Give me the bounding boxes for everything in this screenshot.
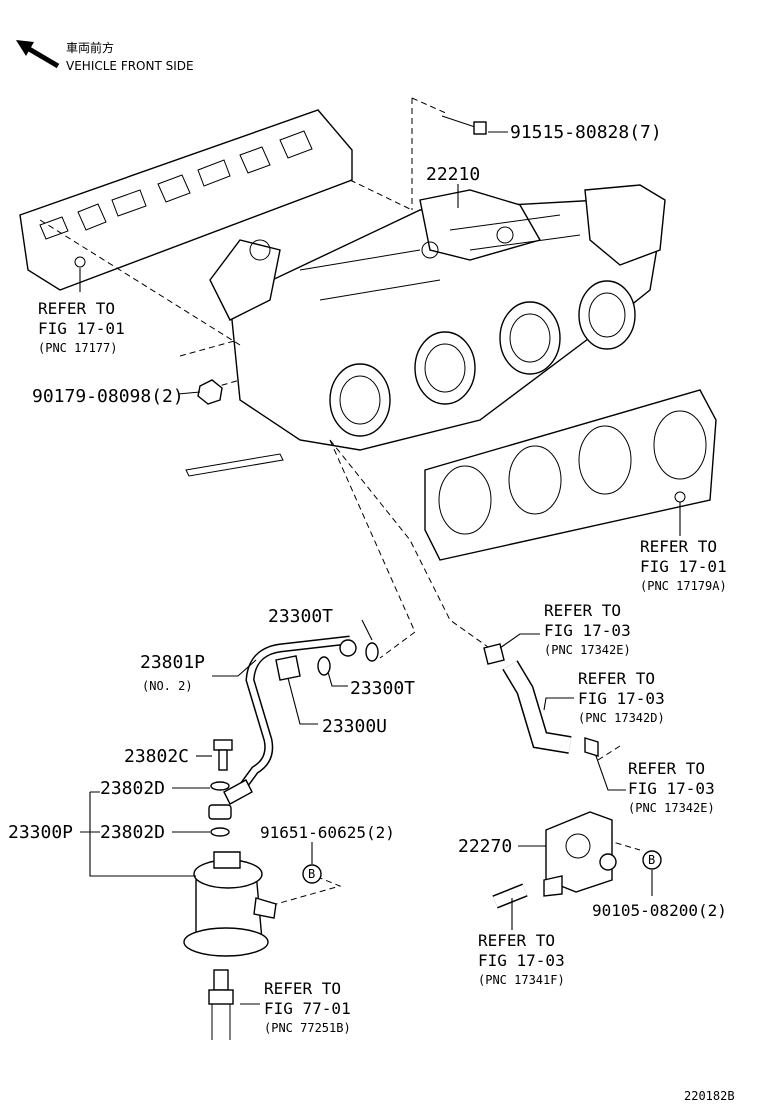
intake-manifold-drawing xyxy=(185,184,666,477)
leader-ref4 xyxy=(543,697,574,711)
ref5-refer: REFER TO xyxy=(628,759,705,778)
marker-b-right-text: B xyxy=(648,853,655,867)
part-label-23802d-lower: 23802D xyxy=(100,822,165,843)
lower-gasket-drawing xyxy=(424,389,717,561)
upper-gasket-drawing xyxy=(19,109,353,291)
leader-t1 xyxy=(361,619,373,641)
leader-dashed-pipe xyxy=(329,439,496,653)
marker-b-left: B xyxy=(302,864,322,884)
part-label-23300t-upper: 23300T xyxy=(268,606,333,627)
marker-b-right: B xyxy=(642,850,662,870)
washer-lower-drawing xyxy=(210,827,230,837)
leader-ref3 xyxy=(499,633,540,649)
leader-nut xyxy=(177,391,201,395)
part-label-22210: 22210 xyxy=(426,164,480,185)
refer-block-77251b: REFER TO FIG 77-01 (PNC 77251B) xyxy=(264,979,351,1035)
ref3-fig: FIG 17-03 xyxy=(544,621,631,640)
leader-union xyxy=(287,677,318,725)
refer-block-17341f: REFER TO FIG 17-03 (PNC 17341F) xyxy=(478,931,565,987)
refer-block-17177: REFER TO FIG 17-01 (PNC 17177) xyxy=(38,299,125,355)
leader-ref5 xyxy=(595,755,626,791)
ref1-fig: FIG 17-01 xyxy=(38,319,125,338)
ref1-pnc: (PNC 17177) xyxy=(38,341,117,355)
leader-dashed-top xyxy=(411,97,449,210)
part-label-91651-60625: 91651-60625(2) xyxy=(260,823,395,842)
top-bolt-drawing xyxy=(441,115,487,135)
marker-b-left-text: B xyxy=(308,867,315,881)
ref6-refer: REFER TO xyxy=(478,931,555,950)
refer-block-17179a: REFER TO FIG 17-01 (PNC 17179A) xyxy=(640,537,727,593)
ref7-refer: REFER TO xyxy=(264,979,341,998)
part-label-23802d-upper: 23802D xyxy=(100,778,165,799)
part-label-90179-08098: 90179-08098(2) xyxy=(32,386,184,407)
ref2-pnc: (PNC 17179A) xyxy=(640,579,727,593)
ref6-pnc: (PNC 17341F) xyxy=(478,973,565,987)
ref4-refer: REFER TO xyxy=(578,669,655,688)
part-label-23300p: 23300P xyxy=(8,822,73,843)
ref3-pnc: (PNC 17342E) xyxy=(544,643,631,657)
bolt-c-drawing xyxy=(213,739,233,771)
hoses-drawing xyxy=(483,643,599,909)
ref7-pnc: (PNC 77251B) xyxy=(264,1021,351,1035)
vehicle-front-arrow-icon xyxy=(16,40,60,69)
pressure-regulator-drawing xyxy=(183,851,277,1040)
ref3-refer: REFER TO xyxy=(544,601,621,620)
leader-dashed-regulator xyxy=(329,439,416,659)
part-note-no2: (NO. 2) xyxy=(142,679,193,693)
ref2-refer: REFER TO xyxy=(640,537,717,556)
leader-dashed-b xyxy=(261,877,342,909)
ref5-pnc: (PNC 17342E) xyxy=(628,801,715,815)
washer-upper-drawing xyxy=(210,781,230,791)
spacer-drawing xyxy=(208,804,232,820)
ref6-fig: FIG 17-03 xyxy=(478,951,565,970)
refer-block-17342e-lower: REFER TO FIG 17-03 (PNC 17342E) xyxy=(628,759,715,815)
diagram-code: 220182B xyxy=(684,1089,735,1103)
ref5-fig: FIG 17-03 xyxy=(628,779,715,798)
leader-regulator xyxy=(80,791,196,877)
throttle-body-drawing xyxy=(543,811,617,897)
ref1-refer: REFER TO xyxy=(38,299,115,318)
nut-drawing xyxy=(197,379,223,405)
part-label-91515-80828: 91515-80828(7) xyxy=(510,122,662,143)
part-label-23801p: 23801P xyxy=(140,652,205,673)
part-label-90105-08200: 90105-08200(2) xyxy=(592,901,727,920)
refer-block-17342e-upper: REFER TO FIG 17-03 (PNC 17342E) xyxy=(544,601,631,657)
leader-dashed-gasket xyxy=(39,179,413,346)
ref7-fig: FIG 77-01 xyxy=(264,999,351,1018)
fuel-pipe-drawing xyxy=(223,635,379,805)
header-english: VEHICLE FRONT SIDE xyxy=(66,59,194,73)
part-label-23300u: 23300U xyxy=(322,716,387,737)
leader-pipe xyxy=(212,659,257,677)
leader-t2 xyxy=(327,671,348,687)
ref4-pnc: (PNC 17342D) xyxy=(578,711,665,725)
part-label-22270: 22270 xyxy=(458,836,512,857)
ref4-fig: FIG 17-03 xyxy=(578,689,665,708)
ref2-fig: FIG 17-01 xyxy=(640,557,727,576)
header-japanese: 車両前方 xyxy=(66,40,114,55)
part-label-23300t-lower: 23300T xyxy=(350,678,415,699)
refer-block-17342d: REFER TO FIG 17-03 (PNC 17342D) xyxy=(578,669,665,725)
part-label-23802c: 23802C xyxy=(124,746,189,767)
